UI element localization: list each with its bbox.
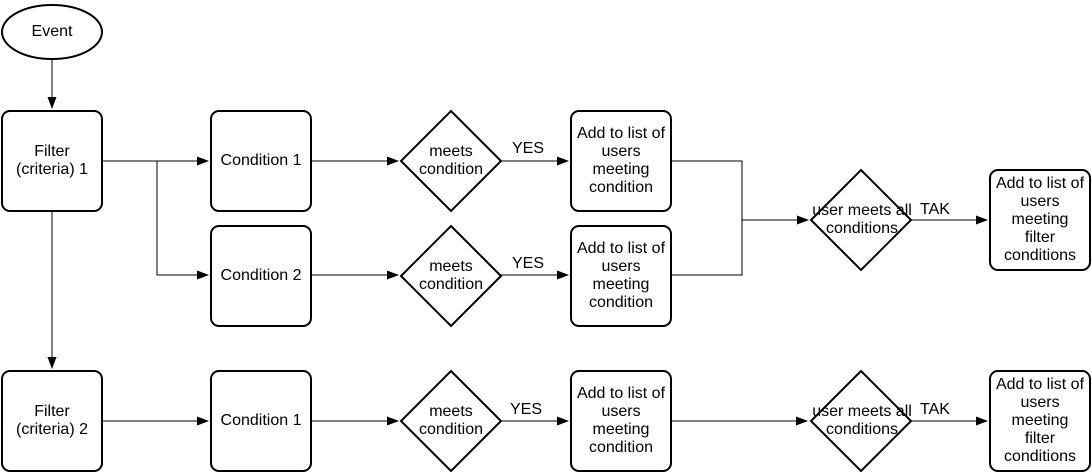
add-condition-f2-node-shape [570,370,672,472]
meets-condition-c1-diamond [399,109,503,213]
all-conditions-row2-diamond [809,369,913,472]
condition1-row2-node-shape [210,370,312,472]
all-conditions-row1-diamond [809,168,913,272]
add-filter-row2-node-shape [989,370,1091,472]
meets-condition-c2-diamond [399,224,503,328]
condition2-row1-node-shape [210,225,312,327]
event-node-shape [1,4,103,60]
filter1-node-shape [1,110,103,212]
filter2-node-shape [1,370,103,472]
edge-addlists-merge [671,160,743,276]
add-condition-c1-node-shape [570,110,672,212]
meets-condition-f2-diamond [399,369,503,472]
condition1-row1-node-shape [210,110,312,212]
edge-filter1-to-condition2 [156,161,209,280]
add-filter-row1-node-shape [989,169,1091,271]
add-condition-c2-node-shape [570,225,672,327]
